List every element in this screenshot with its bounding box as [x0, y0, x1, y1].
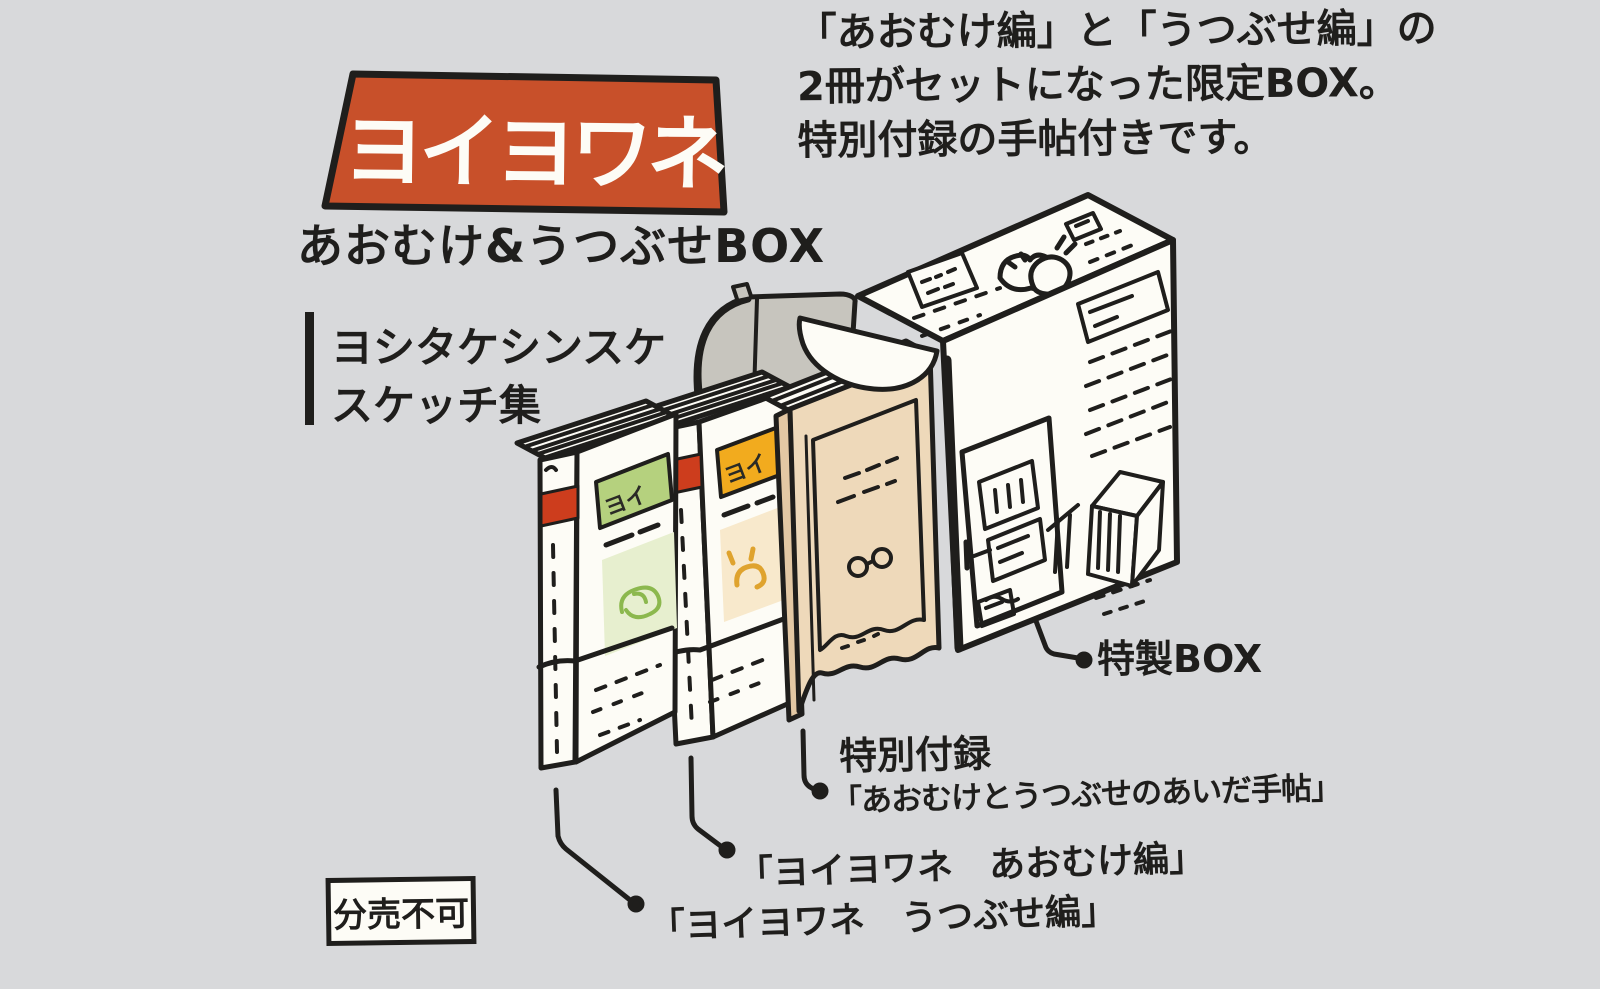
description-line-2: 2冊がセットになった限定BOX。	[796, 60, 1399, 111]
author-subtitle: スケッチ集	[331, 381, 542, 430]
thumb-notch-disc	[796, 315, 940, 392]
leader-aomuke	[688, 755, 725, 850]
author-name: ヨシタケシンスケ	[331, 323, 667, 372]
author-accent-bar	[305, 312, 314, 425]
notebook-illustration	[761, 338, 942, 723]
description-paragraph: 「あおむけ編」と「うつぶせ編」の 2冊がセットになった限定BOX。 特別付録の手…	[796, 2, 1437, 168]
box-top-tag-doodle	[1064, 211, 1103, 242]
utsubuse-cover-label	[594, 452, 674, 530]
not-sold-separately-badge: 分売不可	[325, 875, 477, 947]
book-utsubuse-illustration: ヨイ	[514, 398, 679, 771]
utsubuse-figure-doodle	[619, 585, 662, 620]
description-line-3: 特別付録の手帖付きです。	[797, 114, 1274, 165]
logo-title: ヨイヨワネ	[342, 103, 724, 203]
callout-leader-lines	[553, 618, 1093, 913]
callout-special-box: 特製BOX	[1097, 637, 1263, 681]
logo-plate	[321, 70, 728, 216]
aomuke-figure-doodle	[726, 546, 767, 590]
utsubuse-spine-band	[539, 484, 580, 528]
leader-notebook	[800, 728, 818, 793]
leader-utsubuse	[553, 787, 633, 903]
glasses-doodle	[847, 547, 893, 578]
aomuke-cover-panel	[720, 502, 797, 622]
leader-box	[1033, 618, 1081, 661]
logo-subtitle: あおむけ&うつぶせBOX	[297, 219, 826, 273]
description-line-1: 「あおむけ編」と「うつぶせ編」の	[796, 5, 1437, 57]
box-top-paper-doodle	[906, 251, 979, 309]
special-box-illustration	[855, 192, 1180, 653]
